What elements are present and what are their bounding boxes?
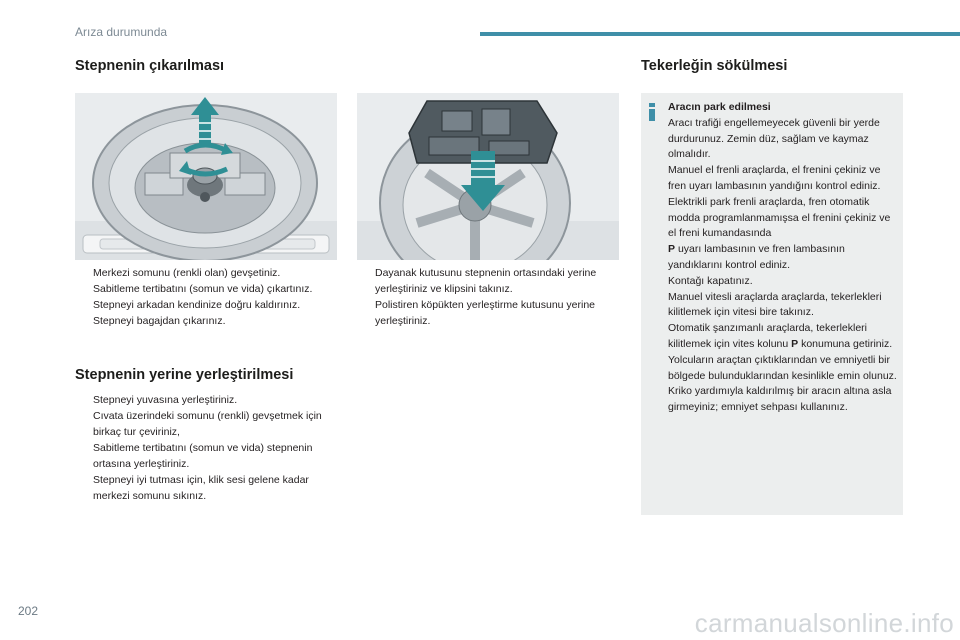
refit-title: Stepnenin yerine yerleştirilmesi [75,367,294,383]
info-icon [649,103,655,121]
list-item: Sabitleme tertibatını (somun ve vida) st… [93,442,313,470]
list-item: Stepneyi bagajdan çıkarınız. [93,315,226,327]
info-line: Manuel vitesli araçlarda araçlarda, teke… [668,290,882,319]
wheel-removal-title: Tekerleğin sökülmesi [641,58,788,74]
list-item: Polistiren köpükten yerleştirme kutusunu… [375,299,596,327]
refit-steps: Stepneyi yuvasına yerleştiriniz. Cıvata … [75,392,337,504]
parking-info-box: Aracın park edilmesi Aracı trafiği engel… [641,93,903,515]
removal-title: Stepnenin çıkarılması [75,58,225,74]
info-line: Elektrikli park frenli araçlarda, fren o… [668,195,891,240]
gear-p-symbol: P [791,337,799,350]
list-item: Cıvata üzerindeki somunu (renkli) gevşet… [93,410,322,438]
section-header-bar [480,32,960,36]
info-line: P uyarı lambasının ve fren lambasının ya… [668,243,845,271]
page-number: 202 [18,604,39,618]
info-heading: Aracın park edilmesi [668,101,771,113]
info-line: Aracı trafiği engellemeyecek güvenli bir… [668,116,880,161]
watermark: carmanualsonline.info [694,608,954,638]
list-item: Merkezi somunu (renkli olan) gevşetiniz. [93,267,281,279]
info-line: Yolcuların araçtan çıktıklarından ve emn… [668,353,897,382]
spare-wheel-removal-illustration [75,93,337,260]
info-text: Aracın park edilmesi Aracı trafiği engel… [668,100,898,416]
section-header-title: Arıza durumunda [75,25,168,39]
list-item: Stepneyi iyi tutması için, klik sesi gel… [93,474,309,502]
storage-box-illustration [357,93,619,260]
info-line: Kriko yardımıyla kaldırılmış bir aracın … [668,385,892,414]
storage-steps: Dayanak kutusunu stepnenin ortasındaki y… [357,265,619,329]
park-p-symbol: P [668,243,676,256]
list-item: Stepneyi yuvasına yerleştiriniz. [93,394,238,406]
list-item: Dayanak kutusunu stepnenin ortasındaki y… [375,267,597,295]
removal-steps: Merkezi somunu (renkli olan) gevşetiniz.… [75,265,337,329]
info-line: Otomatik şanzımanlı araçlarda, tekerlekl… [668,322,893,350]
list-item: Stepneyi arkadan kendinize doğru kaldırı… [93,299,301,311]
list-item: Sabitleme tertibatını (somun ve vida) çı… [93,283,313,295]
info-line: Kontağı kapatınız. [668,274,753,287]
info-line: Manuel el frenli araçlarda, el frenini ç… [668,164,881,192]
